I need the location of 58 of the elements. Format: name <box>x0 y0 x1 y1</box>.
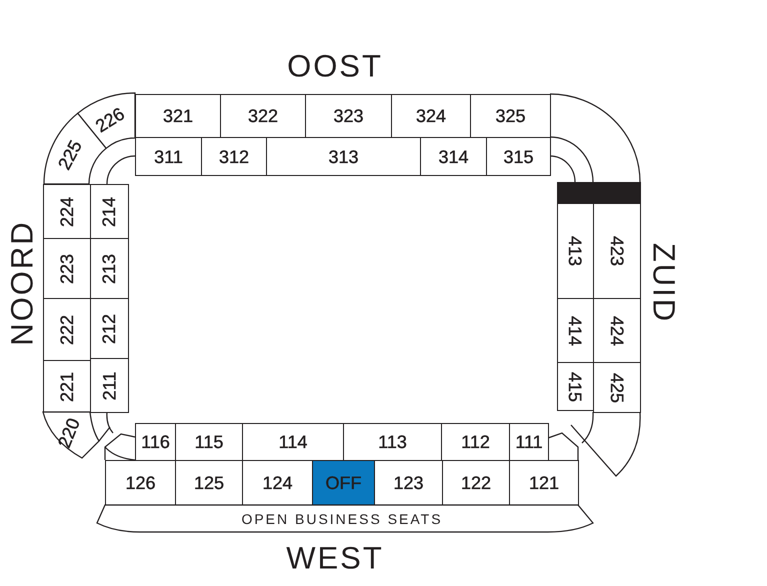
section-number: 116 <box>141 433 170 451</box>
stand-name: ZUID <box>648 242 680 324</box>
seating-section <box>509 423 549 461</box>
section-number: 111 <box>515 433 543 451</box>
section-number: 312 <box>218 148 250 166</box>
section-number: 321 <box>162 107 194 125</box>
band-label: OPEN BUSINESS SEATS <box>241 512 443 526</box>
section-number: 423 <box>608 236 626 266</box>
section-number: 324 <box>416 107 446 125</box>
section-number: 315 <box>503 148 534 166</box>
seating-section <box>43 184 91 239</box>
seating-section <box>135 94 221 138</box>
section-number: 122 <box>460 474 492 492</box>
section-number: 211 <box>100 371 118 400</box>
section-number: 313 <box>328 148 359 166</box>
seating-section <box>312 460 375 506</box>
seating-section <box>486 137 551 176</box>
section-number: 226 <box>92 104 128 136</box>
seating-section <box>135 137 202 176</box>
section-number: 213 <box>100 253 118 284</box>
section-number: 222 <box>58 314 76 345</box>
section-number: 322 <box>248 107 278 125</box>
section-number: 125 <box>194 474 224 492</box>
section-number: 325 <box>495 107 526 125</box>
seating-section <box>557 362 594 411</box>
section-number: 414 <box>566 315 584 346</box>
stand-name: WEST <box>286 542 384 574</box>
seating-section <box>470 94 551 138</box>
seating-section <box>593 362 641 413</box>
section-number: 121 <box>528 474 560 492</box>
solid-bar <box>557 182 641 204</box>
section-number: 124 <box>262 474 293 492</box>
section-number: 126 <box>125 474 156 492</box>
section-number: 214 <box>100 196 118 227</box>
section-number: 123 <box>393 474 424 492</box>
section-number: 424 <box>608 315 626 346</box>
section-number: 224 <box>58 196 76 227</box>
section-number: 425 <box>608 372 626 403</box>
seating-section <box>135 423 176 461</box>
section-number: 221 <box>58 371 76 402</box>
section-number: 413 <box>566 236 584 266</box>
section-number: 220 <box>55 416 83 450</box>
stand-name: NOORD <box>6 220 38 346</box>
section-number: OFF <box>326 474 362 492</box>
section-number: 115 <box>194 433 224 451</box>
section-number: 415 <box>566 371 584 402</box>
section-number: 114 <box>278 433 308 451</box>
section-number: 223 <box>58 253 76 284</box>
section-number: 311 <box>154 148 183 166</box>
seating-section <box>90 184 129 239</box>
seating-section <box>90 358 129 413</box>
section-number: 314 <box>438 148 469 166</box>
section-number: 323 <box>333 107 364 125</box>
stand-name: OOST <box>287 50 383 82</box>
section-number: 113 <box>378 433 407 451</box>
section-number: 112 <box>461 433 490 451</box>
section-number: 212 <box>100 313 118 344</box>
section-number: 225 <box>55 138 85 172</box>
